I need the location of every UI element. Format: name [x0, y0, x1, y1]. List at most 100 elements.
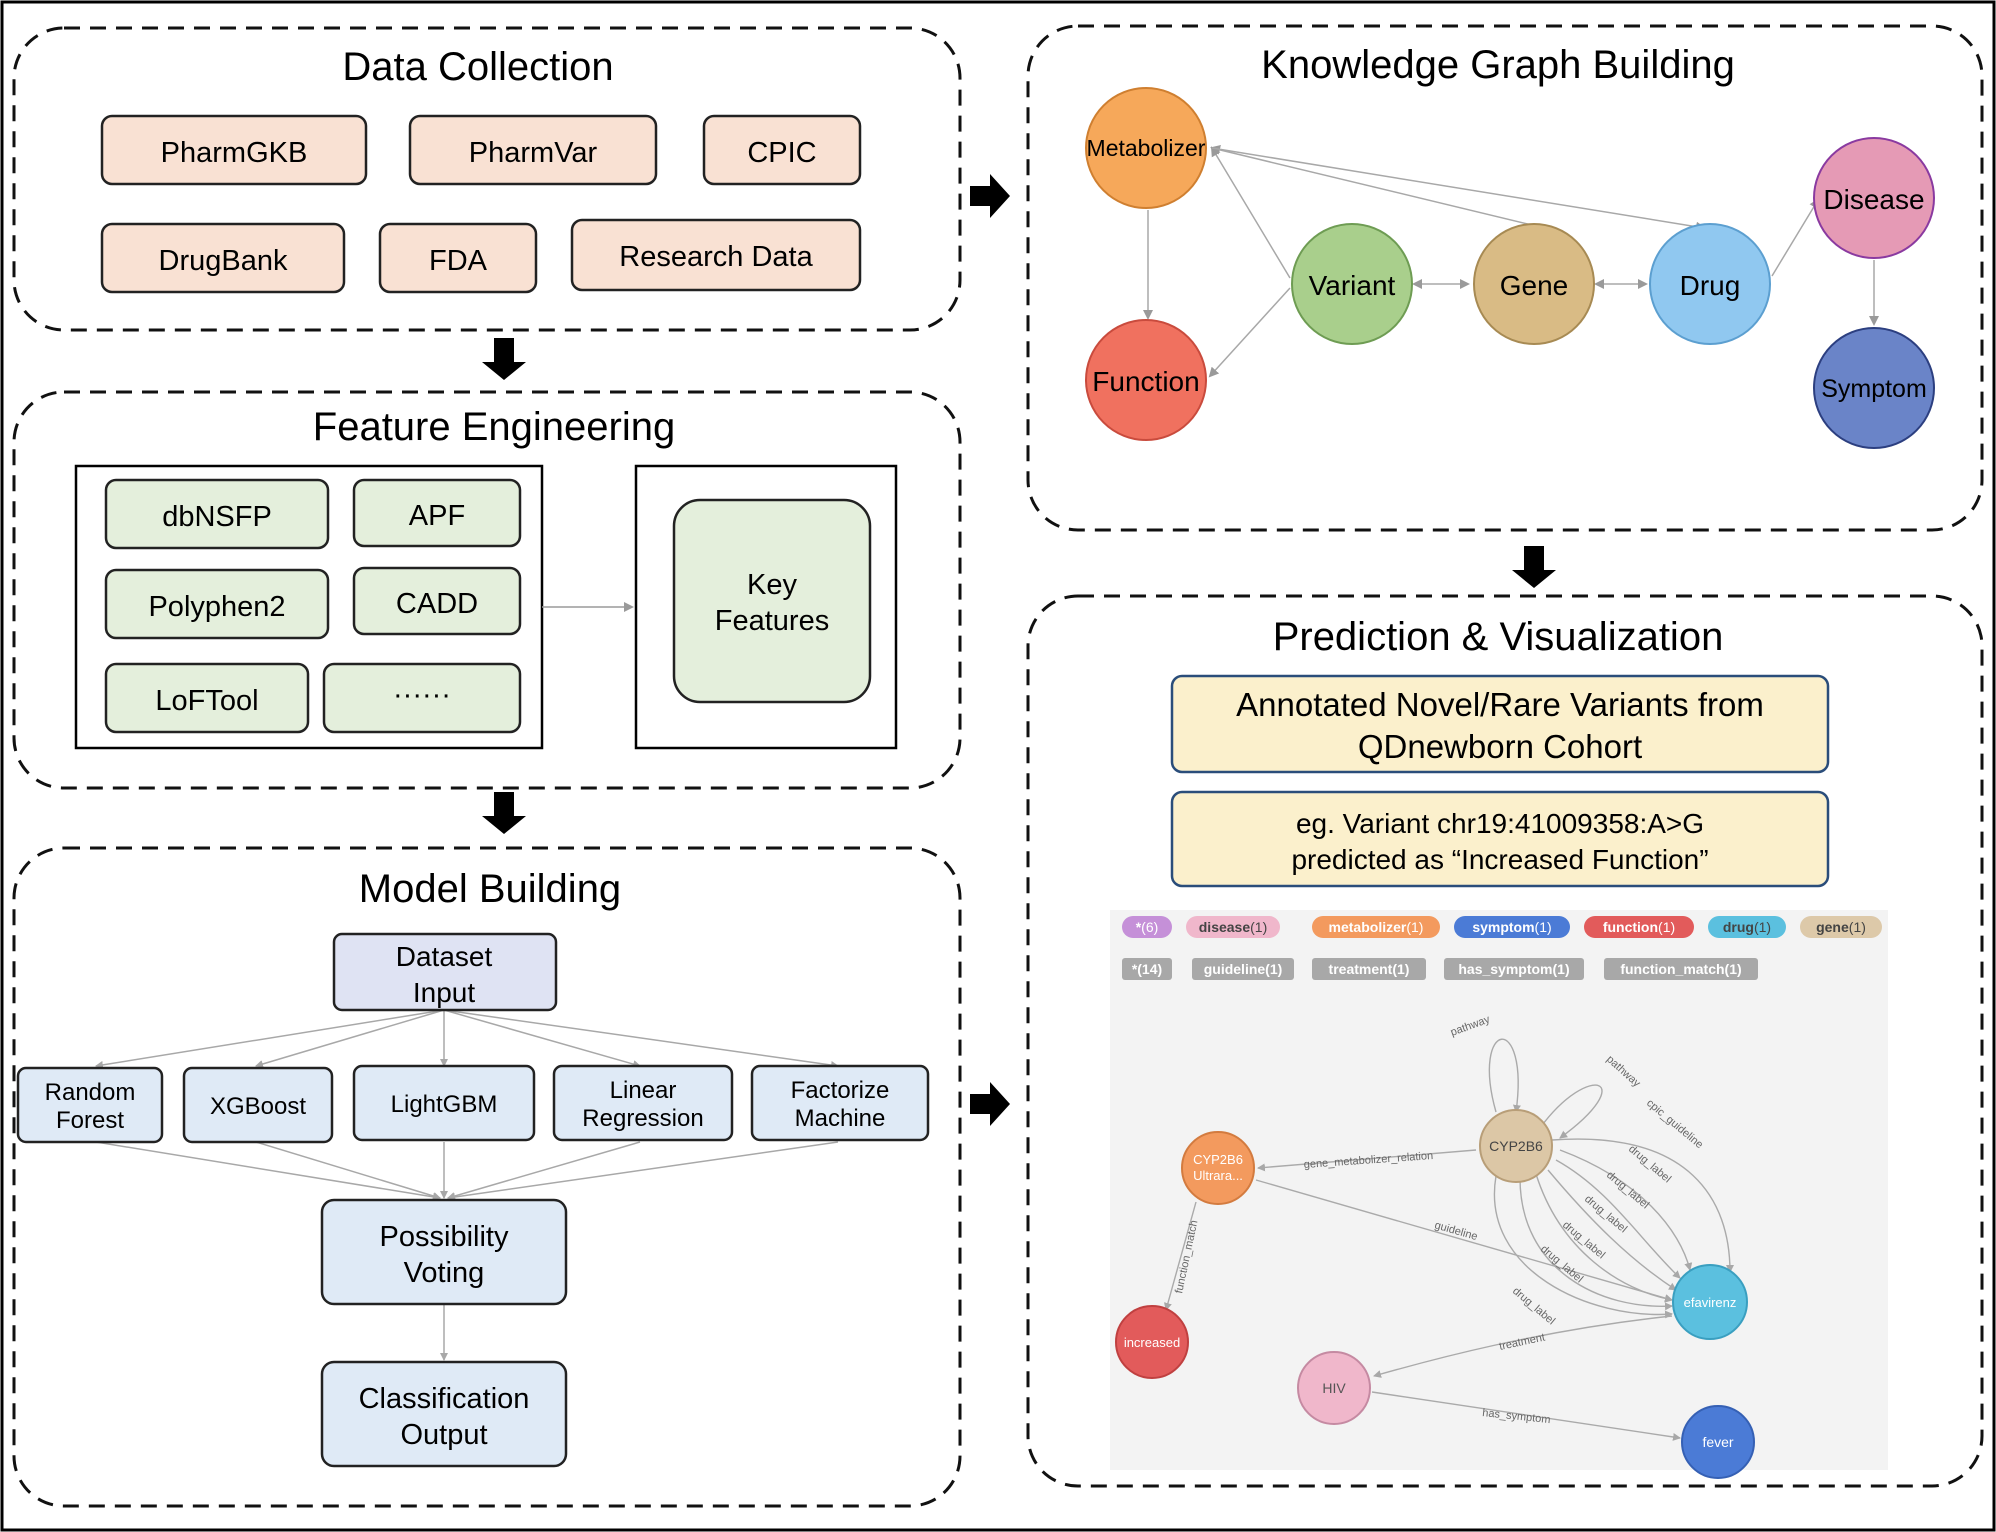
output-label: Output [400, 1419, 487, 1451]
graph-node-label: Ultrara... [1193, 1168, 1243, 1183]
kg-node-variant [1291, 223, 1413, 345]
kg-node-function [1085, 319, 1207, 441]
section-title: Knowledge Graph Building [1261, 43, 1735, 87]
model-label: LightGBM [391, 1091, 498, 1118]
graph-node-label: efavirenz [1684, 1295, 1737, 1310]
node-tag-count: (1) [1535, 919, 1552, 935]
section-title: Feature Engineering [313, 405, 675, 449]
relationship-tag-label: has_symptom(1) [1458, 961, 1569, 977]
section-title: Prediction & Visualization [1273, 615, 1724, 659]
kg-node-label: Function [1092, 366, 1199, 397]
model-label: Random [45, 1079, 136, 1106]
output-label: Classification [359, 1383, 530, 1415]
output-box [320, 1360, 568, 1468]
section-border [1026, 594, 1984, 1488]
node-tag-background [1708, 916, 1786, 938]
kg-node-label: Gene [1500, 270, 1569, 301]
example-variant-box [1170, 790, 1830, 888]
relationship-tag-name: has_symptom(1) [1458, 961, 1569, 977]
feature-label: Polyphen2 [148, 591, 285, 623]
source-box [408, 114, 658, 186]
model-label: Factorize [791, 1077, 890, 1104]
graph-node-label: CYP2B6 [1193, 1152, 1243, 1167]
node-tag-label: drug(1) [1723, 919, 1771, 935]
model-label: Machine [795, 1105, 886, 1132]
relationship-tag-name: *(14) [1132, 961, 1162, 977]
graph-node-fever [1681, 1405, 1755, 1479]
voting-label: Possibility [380, 1221, 509, 1253]
node-tag-label: gene(1) [1816, 919, 1866, 935]
node-tag[interactable]: function(1) [1584, 916, 1694, 938]
kg-node-gene [1473, 223, 1595, 345]
graph-node-cyp2b6 [1479, 1109, 1553, 1183]
node-tag-name: function [1603, 919, 1658, 935]
node-tag-name: disease [1199, 919, 1251, 935]
feature-box [104, 662, 310, 734]
relationship-tag[interactable]: has_symptom(1) [1444, 958, 1584, 980]
feature-engineering-section: Feature Engineering dbNSFP APF Polyphen2… [12, 390, 962, 790]
graph-node-increased [1115, 1305, 1189, 1379]
node-tag[interactable]: symptom(1) [1454, 916, 1570, 938]
relationship-tag-label: *(14) [1132, 961, 1162, 977]
node-tag[interactable]: drug(1) [1708, 916, 1786, 938]
source-box [100, 222, 346, 294]
node-tag-background [1454, 916, 1570, 938]
graph-node-hiv [1297, 1351, 1371, 1425]
graph-node-label: fever [1702, 1434, 1733, 1450]
node-tag-name: drug [1723, 919, 1754, 935]
feature-label: LoFTool [155, 685, 258, 717]
down-arrow [1512, 546, 1556, 588]
node-tag-name: * [1136, 919, 1142, 935]
relationship-tag[interactable]: treatment(1) [1312, 958, 1426, 980]
relationship-tag-background [1444, 958, 1584, 980]
node-tag-name: metabolizer [1329, 919, 1407, 935]
model-building-section: Model Building Dataset Input Random Fore… [12, 846, 962, 1508]
relationship-tag-label: function_match(1) [1620, 961, 1741, 977]
node-tag[interactable]: metabolizer(1) [1312, 916, 1440, 938]
node-tag[interactable]: *(6) [1122, 916, 1172, 938]
dataset-input-label: Dataset [396, 941, 493, 972]
relationship-tag[interactable]: *(14) [1122, 958, 1172, 980]
node-tag-background [1584, 916, 1694, 938]
relationship-tag-label: treatment(1) [1329, 961, 1410, 977]
kg-node-symptom [1813, 327, 1935, 449]
right-arrow [970, 174, 1010, 218]
example-variant-label: eg. Variant chr19:41009358:A>G [1296, 808, 1704, 839]
section-title: Model Building [359, 867, 621, 911]
down-arrow [482, 792, 526, 834]
node-tag[interactable]: gene(1) [1800, 916, 1882, 938]
source-box [570, 218, 862, 292]
node-tag-label: function(1) [1603, 919, 1675, 935]
graph-edges [1164, 1038, 1734, 1441]
relationship-tag[interactable]: function_match(1) [1604, 958, 1758, 980]
annotated-variants-label: Annotated Novel/Rare Variants from [1236, 686, 1764, 723]
model-box [182, 1066, 334, 1144]
down-arrow [482, 338, 526, 380]
model-box [750, 1064, 930, 1142]
graph-node-metabolizer [1181, 1131, 1255, 1205]
node-tag-count: (1) [1406, 919, 1423, 935]
relationship-tag[interactable]: guideline(1) [1192, 958, 1294, 980]
node-tag-label: metabolizer(1) [1329, 919, 1424, 935]
key-features-label: Features [715, 605, 829, 637]
flow-arrows [482, 174, 1556, 1126]
kg-node-drug [1649, 223, 1771, 345]
relationship-tag-background [1122, 958, 1172, 980]
node-tag-background [1800, 916, 1882, 938]
relationship-tag-background [1192, 958, 1294, 980]
feature-box [322, 662, 522, 734]
section-border [1026, 24, 1984, 532]
kg-node-label: Disease [1823, 184, 1924, 215]
feature-box [352, 478, 522, 548]
knowledge-graph-section: Knowledge Graph Building Metabolizer Fun… [1026, 24, 1984, 532]
node-tag[interactable]: disease(1) [1186, 916, 1280, 938]
node-tag-name: symptom [1472, 919, 1534, 935]
source-label: PharmGKB [161, 137, 308, 169]
feature-box [104, 478, 330, 550]
graph-node-label: CYP2B6 [1489, 1138, 1543, 1154]
feature-label: dbNSFP [162, 501, 272, 533]
node-tag-background [1312, 916, 1440, 938]
source-label: DrugBank [159, 245, 288, 277]
